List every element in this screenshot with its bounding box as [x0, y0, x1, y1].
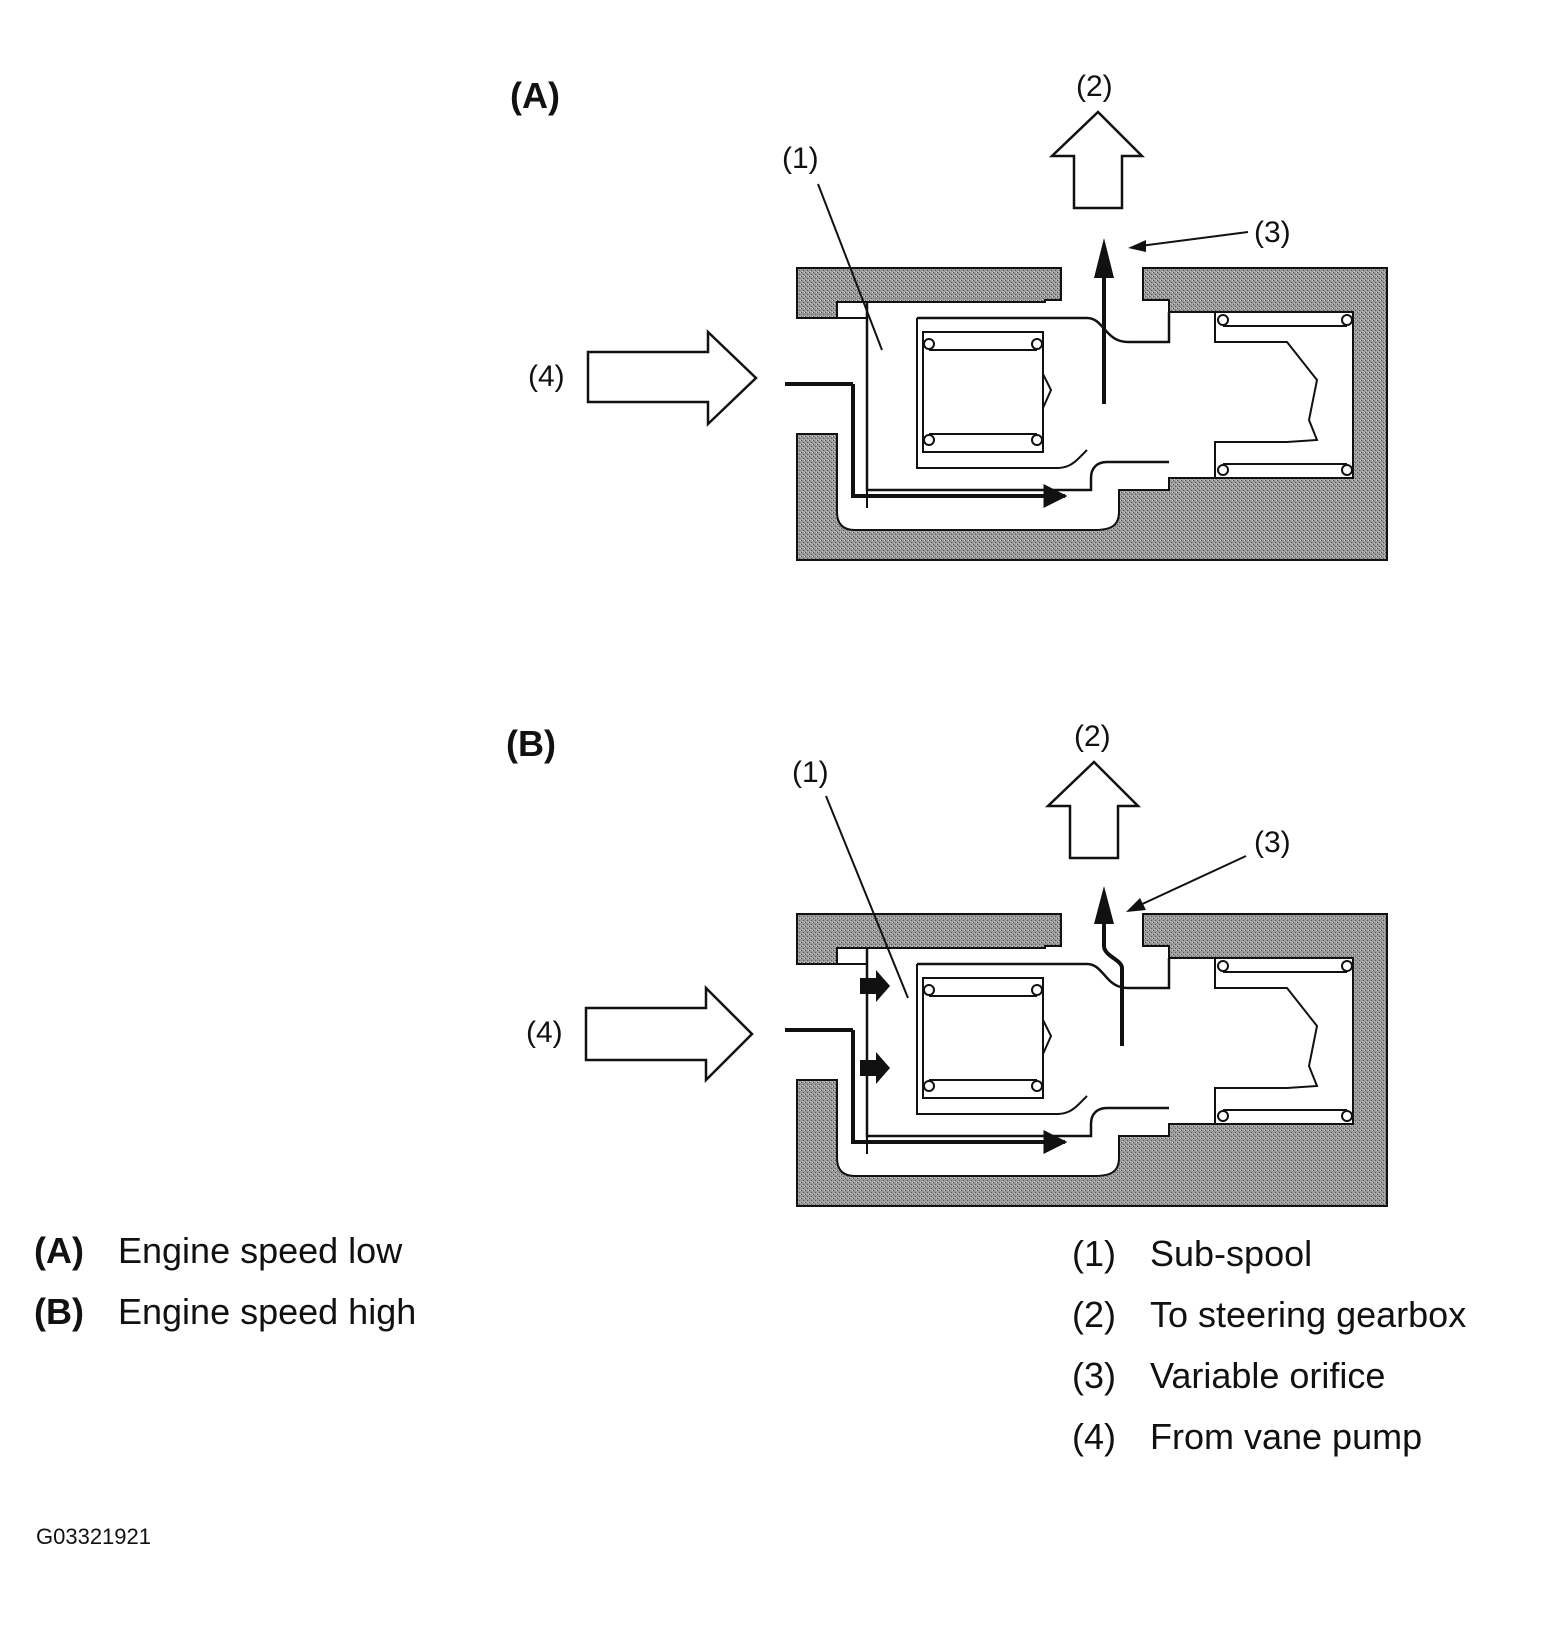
legend-key: (B) [34, 1291, 84, 1332]
legend-text: Engine speed high [118, 1291, 417, 1332]
panel-b: (B) (1) (2) (3) (4) [506, 720, 1387, 1206]
legend-text: To steering gearbox [1150, 1294, 1467, 1335]
legend-key: (2) [1072, 1294, 1116, 1335]
legend-key: (3) [1072, 1355, 1116, 1396]
callout-4-b: (4) [526, 1016, 563, 1049]
legend-text: From vane pump [1150, 1416, 1423, 1457]
legend-text: Sub-spool [1150, 1233, 1313, 1274]
legend-conditions: (A) Engine speed low (B) Engine speed hi… [34, 1230, 494, 1360]
callout-3-b: (3) [1254, 826, 1291, 859]
legend-key: (4) [1072, 1416, 1116, 1457]
callout-1-b: (1) [792, 756, 829, 789]
callout-1-a: (1) [782, 142, 819, 175]
legend-key: (A) [34, 1230, 84, 1271]
panel-a: (A) (1) (2) (3) (4) [510, 70, 1387, 560]
pressure-arrow-lower [860, 1052, 890, 1084]
legend-text: Engine speed low [118, 1230, 403, 1271]
callout-3-a: (3) [1254, 216, 1291, 249]
legend-parts: (1) Sub-spool (2) To steering gearbox (3… [1072, 1233, 1532, 1483]
inlet-arrow-a [586, 329, 758, 427]
outlet-arrow-a [1048, 110, 1146, 210]
legend-text: Variable orifice [1150, 1355, 1386, 1396]
callout-2-b: (2) [1074, 720, 1111, 753]
figure-code: G03321921 [36, 1524, 151, 1549]
legend-key: (1) [1072, 1233, 1116, 1274]
panel-b-title: (B) [506, 723, 556, 764]
inlet-arrow-b [584, 984, 754, 1084]
callout-2-a: (2) [1076, 70, 1113, 103]
pressure-arrow-upper [860, 970, 890, 1002]
outlet-arrow-b [1044, 760, 1142, 860]
callout-4-a: (4) [528, 360, 565, 393]
panel-a-title: (A) [510, 75, 560, 116]
